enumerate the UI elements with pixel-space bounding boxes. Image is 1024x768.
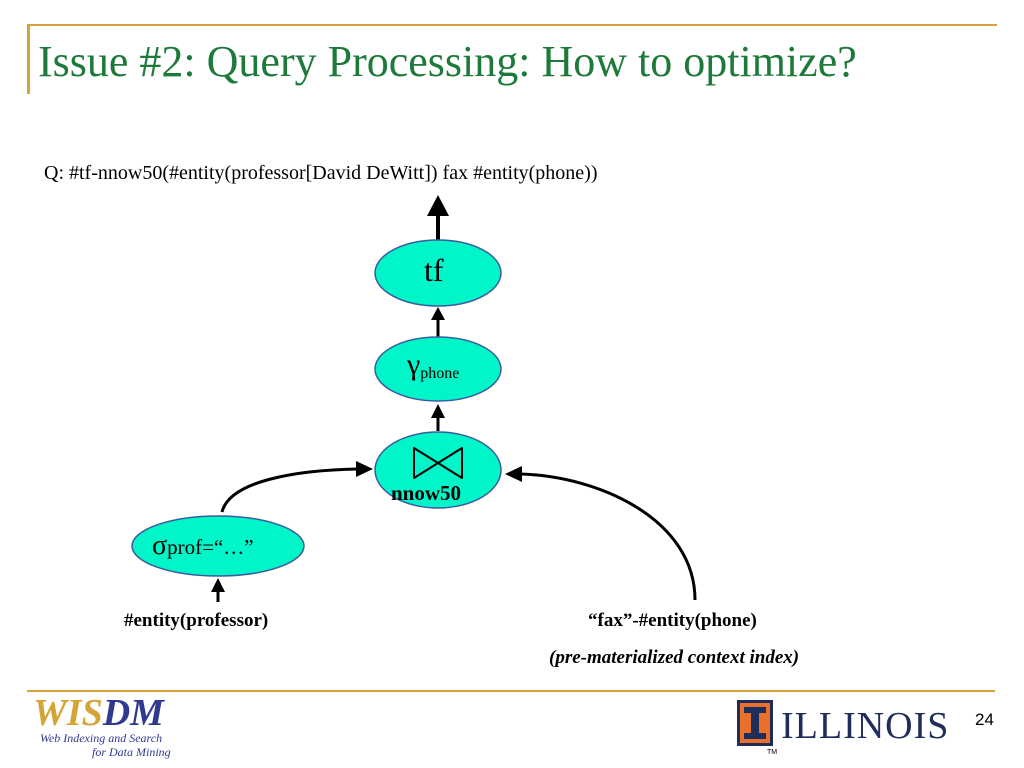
right-input-note: (pre-materialized context index) [549, 647, 800, 668]
title-accent-vertical [27, 24, 30, 94]
sigma-node-label: σprof=“…” [152, 530, 254, 562]
arrow-tf-output [427, 195, 449, 240]
wisdm-subtitle-line2: for Data Mining [92, 745, 171, 759]
join-node-label: nnow50 [391, 481, 462, 505]
sigma-symbol: σ [152, 530, 168, 561]
illinois-trademark: TM [767, 749, 778, 756]
wisdm-subtitle-line1: Web Indexing and Search [40, 731, 163, 745]
arrow-professor-to-sigma [211, 578, 225, 602]
left-input-label: #entity(professor) [124, 610, 269, 631]
right-input-label: “fax”-#entity(phone) [588, 610, 757, 631]
illinois-block-i-logo [737, 700, 773, 746]
arrow-index-to-join [505, 466, 697, 601]
sigma-node [131, 515, 305, 577]
gamma-node-label: γphone [407, 348, 459, 382]
gamma-node [374, 336, 502, 402]
title-accent-horizontal [27, 24, 997, 26]
page-title: Issue #2: Query Processing: How to optim… [38, 37, 857, 86]
bowtie-join-icon [413, 447, 463, 479]
footer-divider [27, 690, 995, 692]
page-number: 24 [975, 710, 994, 729]
join-node [374, 431, 502, 509]
tf-node [374, 239, 502, 307]
sigma-condition: prof=“…” [167, 535, 254, 559]
query-text: Q: #tf-nnow50(#entity(professor[David De… [44, 162, 598, 184]
gamma-subscript: phone [420, 365, 460, 382]
illinois-wordmark: ILLINOIS [781, 705, 950, 747]
arrow-join-to-gamma [431, 404, 445, 431]
arrow-sigma-to-join [220, 461, 373, 513]
arrow-gamma-to-tf [431, 307, 445, 337]
wisdm-logo: WISDM [33, 692, 164, 734]
gamma-symbol: γ [407, 348, 421, 381]
tf-node-label: tf [424, 252, 444, 288]
